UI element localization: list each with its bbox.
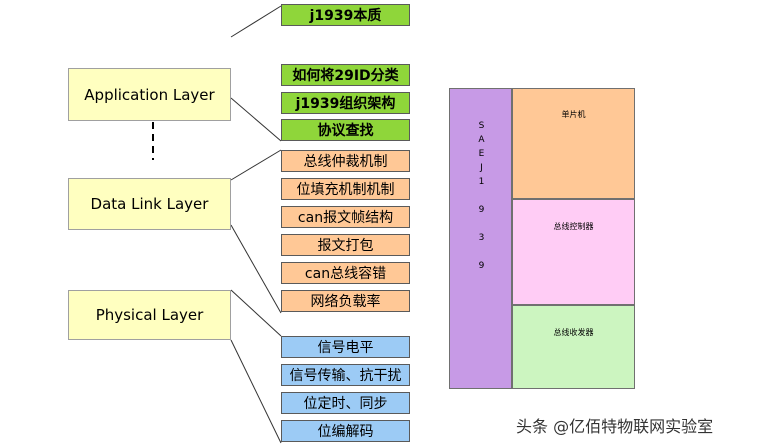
- application-tag: 如何将29ID分类: [281, 64, 410, 86]
- mcu-block: 单片机: [512, 88, 635, 199]
- physical-layer-box: Physical Layer: [68, 290, 231, 340]
- sae-j1939-bar: S A E J 1 9 3 9: [449, 88, 512, 389]
- connector-line: [230, 5, 282, 38]
- datalink-tag: 报文打包: [281, 234, 410, 256]
- application-tag: j1939组织架构: [281, 92, 410, 114]
- datalink-tag: 网络负载率: [281, 290, 410, 312]
- physical-layer-label: Physical Layer: [95, 306, 204, 324]
- datalink-tag: can总线容错: [281, 262, 410, 284]
- physical-tag: 信号电平: [281, 336, 410, 358]
- bus-transceiver-label: 总线收发器: [553, 328, 594, 337]
- datalink-layer-label: Data Link Layer: [90, 195, 209, 213]
- mcu-label: 单片机: [561, 110, 586, 119]
- connector-line: [230, 149, 282, 181]
- application-layer-box: Application Layer: [68, 68, 231, 121]
- datalink-tag: can报文帧结构: [281, 206, 410, 228]
- application-tag: j1939本质: [281, 4, 410, 26]
- datalink-layer-box: Data Link Layer: [68, 178, 231, 230]
- datalink-tag: 位填充机制机制: [281, 178, 410, 200]
- sae-j1939-vertical-label: S A E J 1 9 3 9: [478, 121, 485, 271]
- bus-controller-label: 总线控制器: [553, 222, 594, 231]
- connector-line: [230, 97, 282, 142]
- physical-tag: 信号传输、抗干扰: [281, 364, 410, 386]
- application-tag: 协议查找: [281, 119, 410, 141]
- physical-tag: 位编解码: [281, 420, 410, 442]
- application-layer-label: Application Layer: [84, 85, 215, 104]
- connector-line: [230, 224, 282, 314]
- bus-transceiver-block: 总线收发器: [512, 305, 635, 389]
- watermark-text: 头条 @亿佰特物联网实验室: [516, 417, 714, 436]
- physical-tag: 位定时、同步: [281, 392, 410, 414]
- datalink-tag: 总线仲裁机制: [281, 150, 410, 172]
- bus-controller-block: 总线控制器: [512, 199, 635, 305]
- connector-line: [230, 289, 282, 337]
- connector-line: [230, 339, 282, 444]
